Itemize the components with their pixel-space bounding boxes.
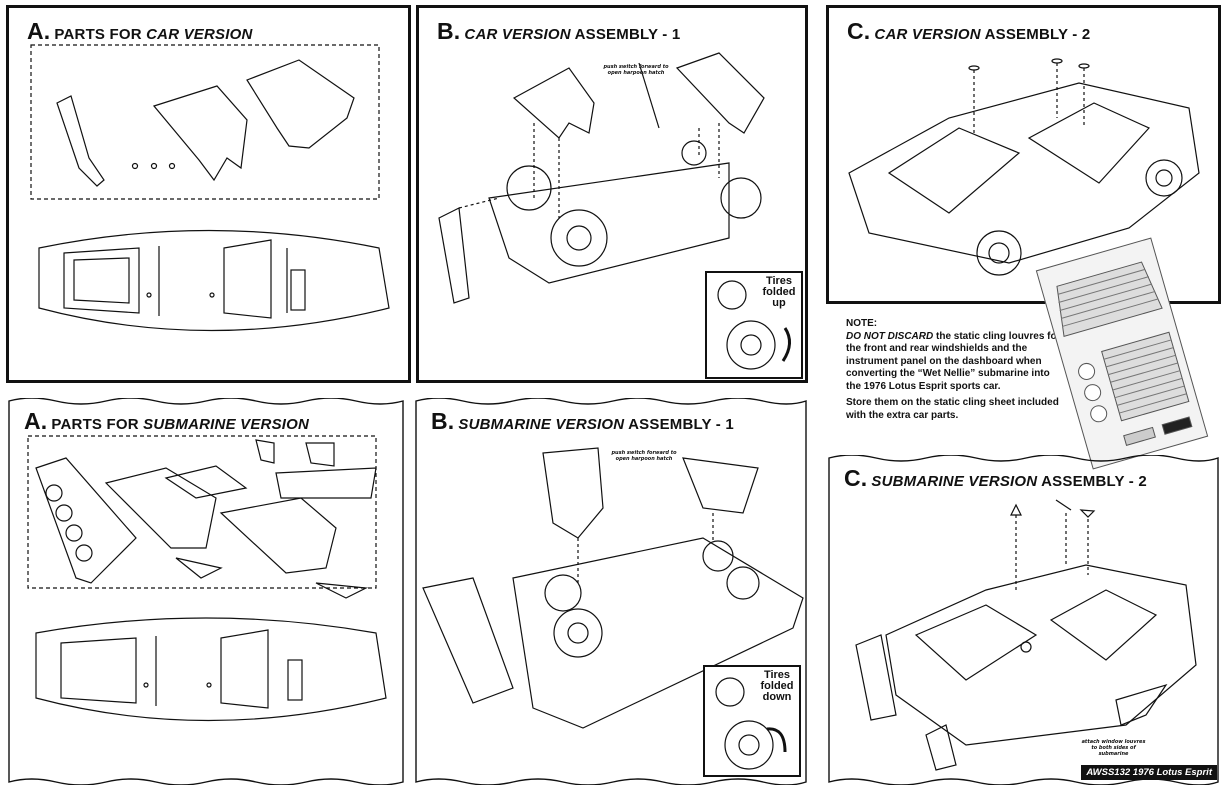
car-assembly-illustration [438,52,765,304]
static-cling-sheet-illustration [1035,237,1209,470]
submarine-assembled-illustration [855,499,1197,771]
panel-a-car-parts: A.PARTS FOR CAR VERSION [6,5,411,383]
wavy-border [8,398,404,785]
callout-harpoon-hatch: push switch forward to open harpoon hatc… [611,450,677,462]
product-code-tag: AWSS132 1976 Lotus Esprit [1081,765,1217,780]
wavy-border [415,398,807,785]
panel-b-car-assembly-1: B.CAR VERSION ASSEMBLY - 1 push switch f… [416,5,808,383]
panel-title: A.PARTS FOR SUBMARINE VERSION [24,408,310,434]
wavy-border [828,455,1219,785]
panel-b-submarine-assembly-1: B.SUBMARINE VERSION ASSEMBLY - 1 push sw… [413,398,809,785]
panel-title: C.SUBMARINE VERSION ASSEMBLY - 2 [844,465,1147,491]
panel-title: B.CAR VERSION ASSEMBLY - 1 [437,18,681,44]
callout-harpoon-hatch: push switch forward to open harpoon hatc… [603,64,669,76]
note-static-cling: NOTE:DO NOT DISCARD the static cling lou… [846,318,1061,421]
panel-title: A.PARTS FOR CAR VERSION [27,18,253,44]
panel-c-submarine-assembly-2: C.SUBMARINE VERSION ASSEMBLY - 2 attach … [826,455,1221,785]
panel-c-car-assembly-2: C.CAR VERSION ASSEMBLY - 2 [826,5,1221,304]
callout-attach-louvres: attach window louvres to both sides of s… [1081,739,1146,757]
inset-tires-folded-up: Tires folded up [705,271,803,379]
car-parts-illustration [30,44,390,332]
panel-a-submarine-parts: A.PARTS FOR SUBMARINE VERSION [6,398,406,785]
panel-title: B.SUBMARINE VERSION ASSEMBLY - 1 [431,408,734,434]
submarine-parts-illustration [27,435,387,722]
inset-tires-folded-down: Tires folded down [703,665,801,777]
panel-title: C.CAR VERSION ASSEMBLY - 2 [847,18,1091,44]
car-assembled-illustration [848,58,1200,276]
submarine-assembly-illustration [422,447,804,729]
